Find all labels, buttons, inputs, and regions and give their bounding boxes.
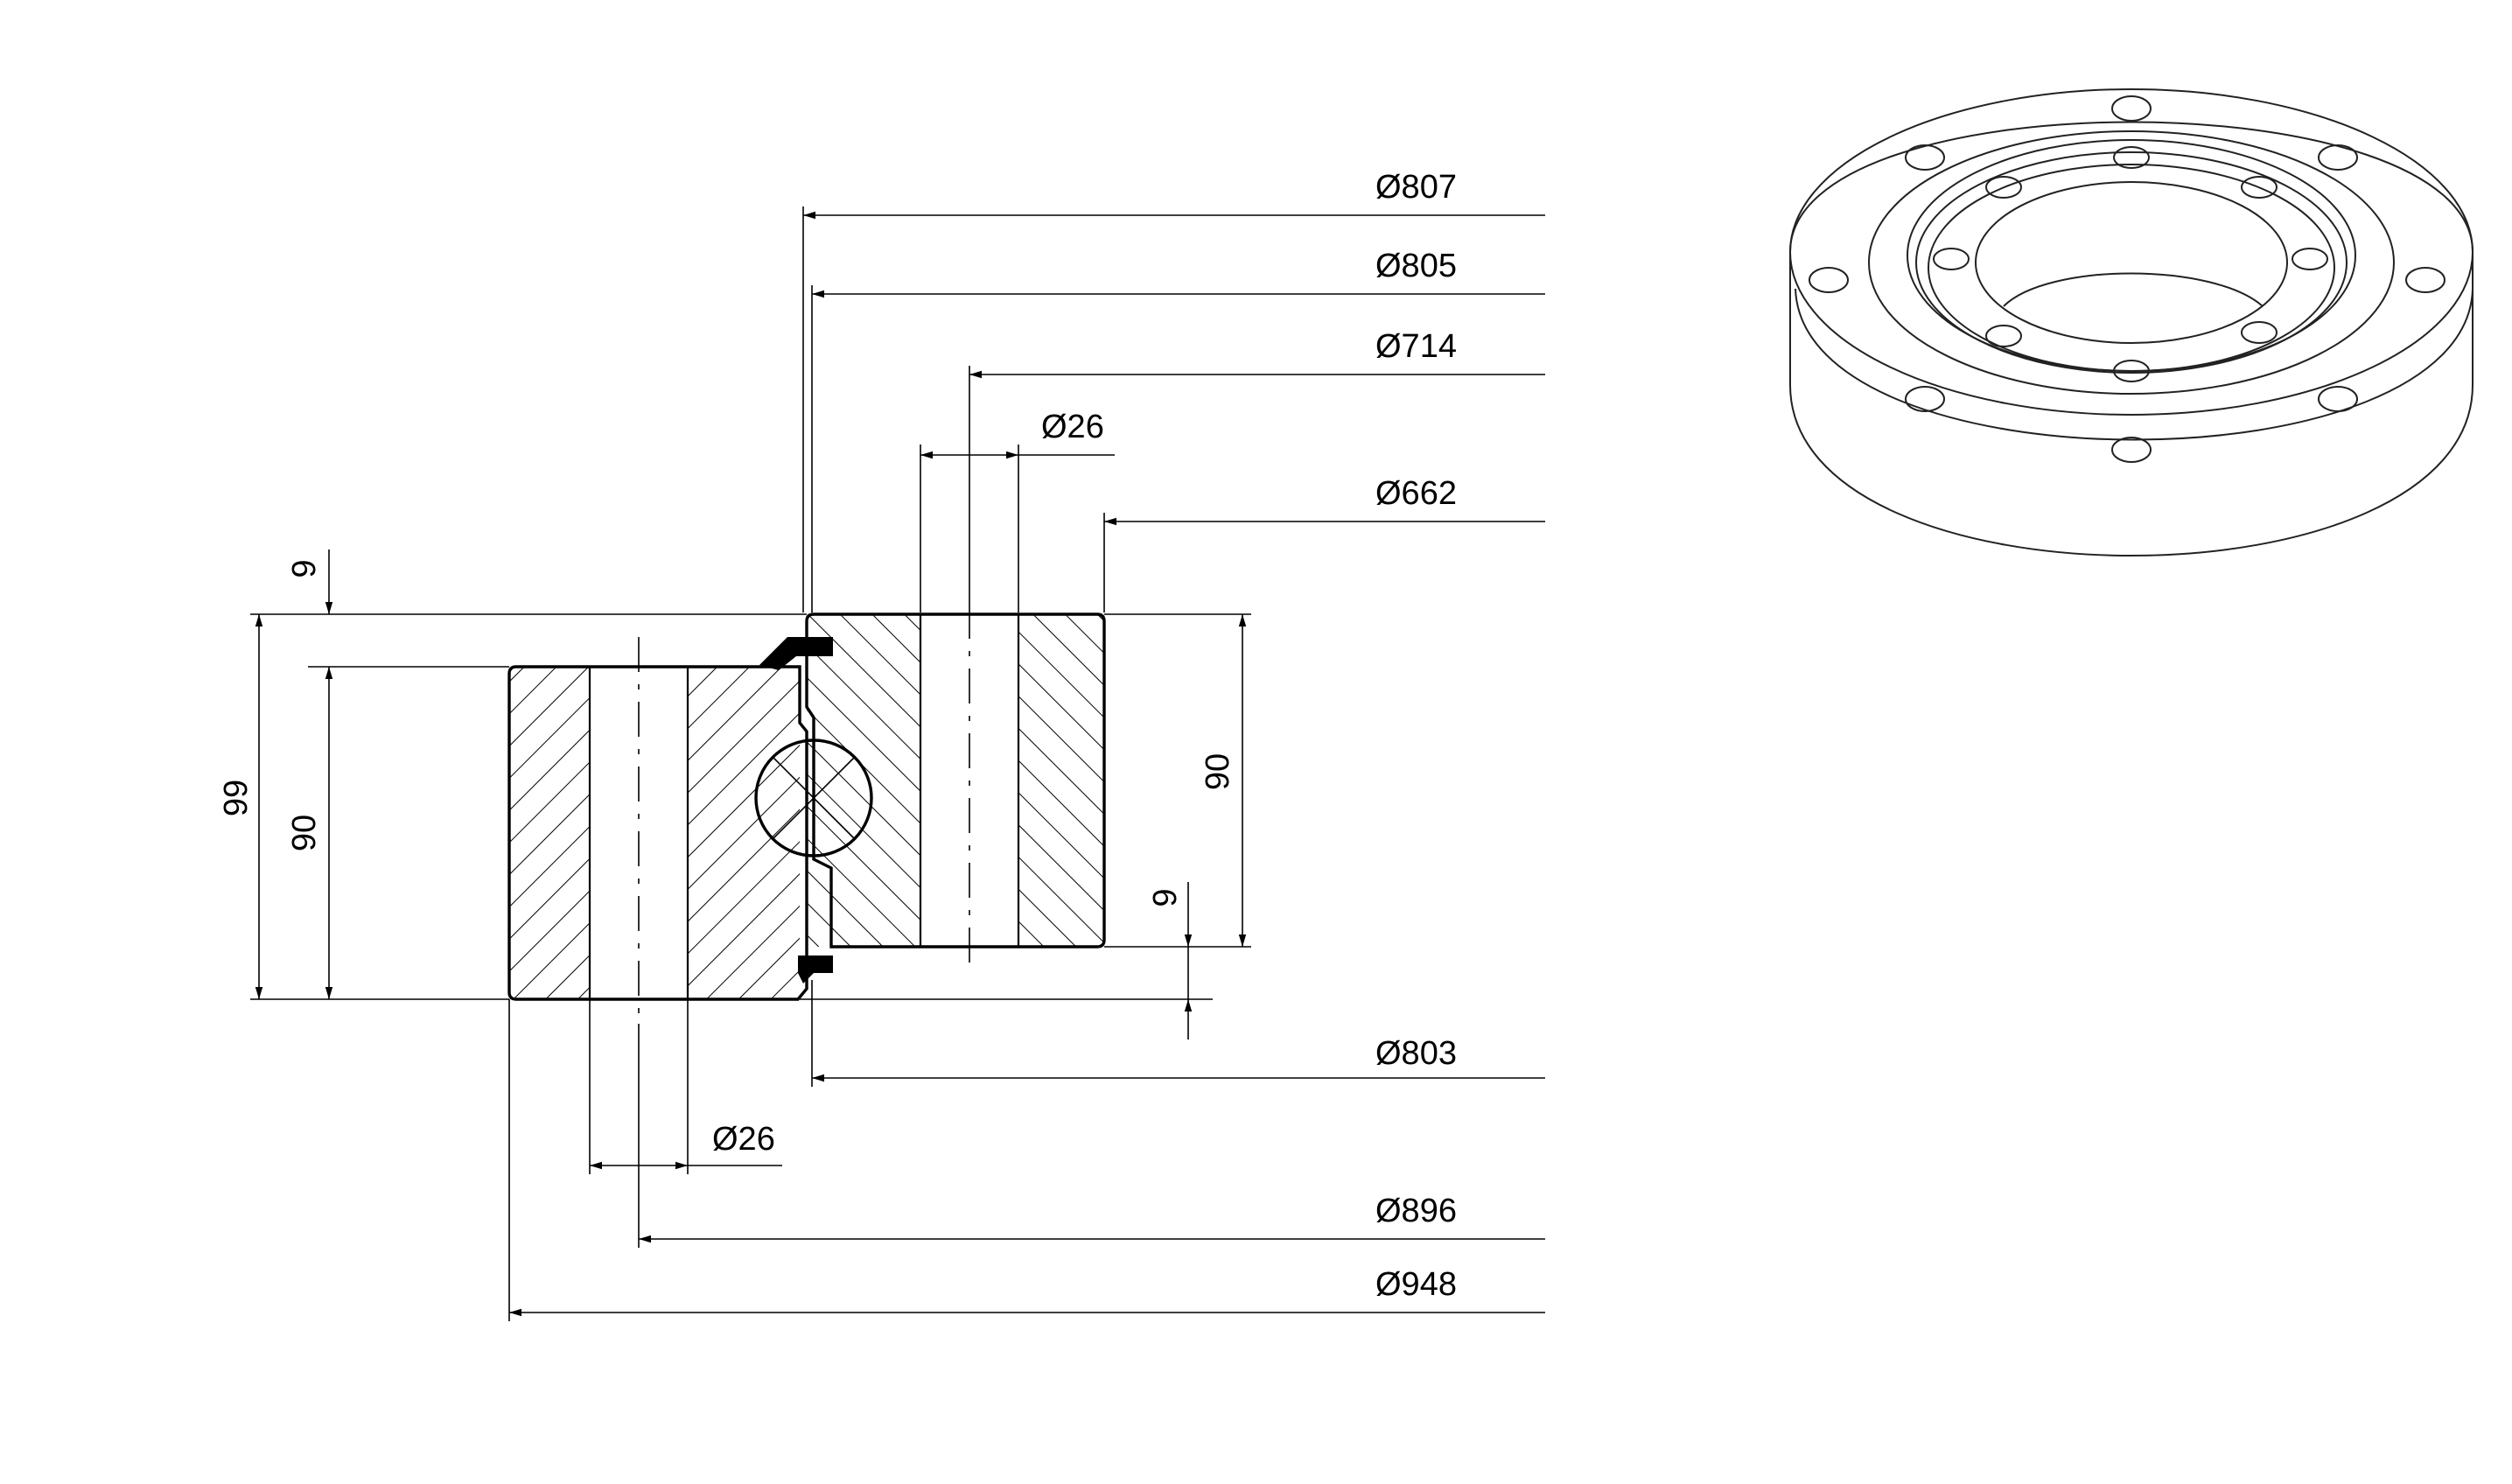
dim-gap-bottom: 9 (1147, 888, 1184, 906)
cross-section (507, 604, 1106, 1024)
dim-d803: Ø803 (1375, 1035, 1457, 1072)
bolt-holes-inner (1933, 146, 2328, 382)
inner-ring-section (805, 604, 1106, 971)
dim-d807: Ø807 (1375, 169, 1457, 206)
dim-d714: Ø714 (1375, 328, 1457, 365)
bolt-holes-outer (1809, 95, 2446, 463)
dim-gap-top: 9 (286, 559, 323, 578)
isometric-bearing-view (1789, 88, 2474, 556)
dim-height-inner: 90 (1200, 753, 1236, 790)
dim-d948: Ø948 (1375, 1266, 1457, 1303)
dim-d805: Ø805 (1375, 248, 1457, 284)
dim-height-total: 99 (218, 780, 255, 816)
dim-d662: Ø662 (1375, 475, 1457, 512)
dim-d896: Ø896 (1375, 1193, 1457, 1229)
dimension-lines: Ø807 Ø805 Ø714 Ø26 Ø662 Ø803 Ø26 Ø896 (218, 169, 1545, 1321)
dim-height-outer: 90 (286, 815, 323, 851)
dim-hole-bottom: Ø26 (712, 1121, 775, 1158)
seal-bottom (798, 956, 833, 984)
seal-top (759, 637, 833, 670)
ball (754, 738, 873, 858)
outer-ring-section (507, 665, 808, 1001)
dim-hole-top: Ø26 (1041, 409, 1104, 445)
